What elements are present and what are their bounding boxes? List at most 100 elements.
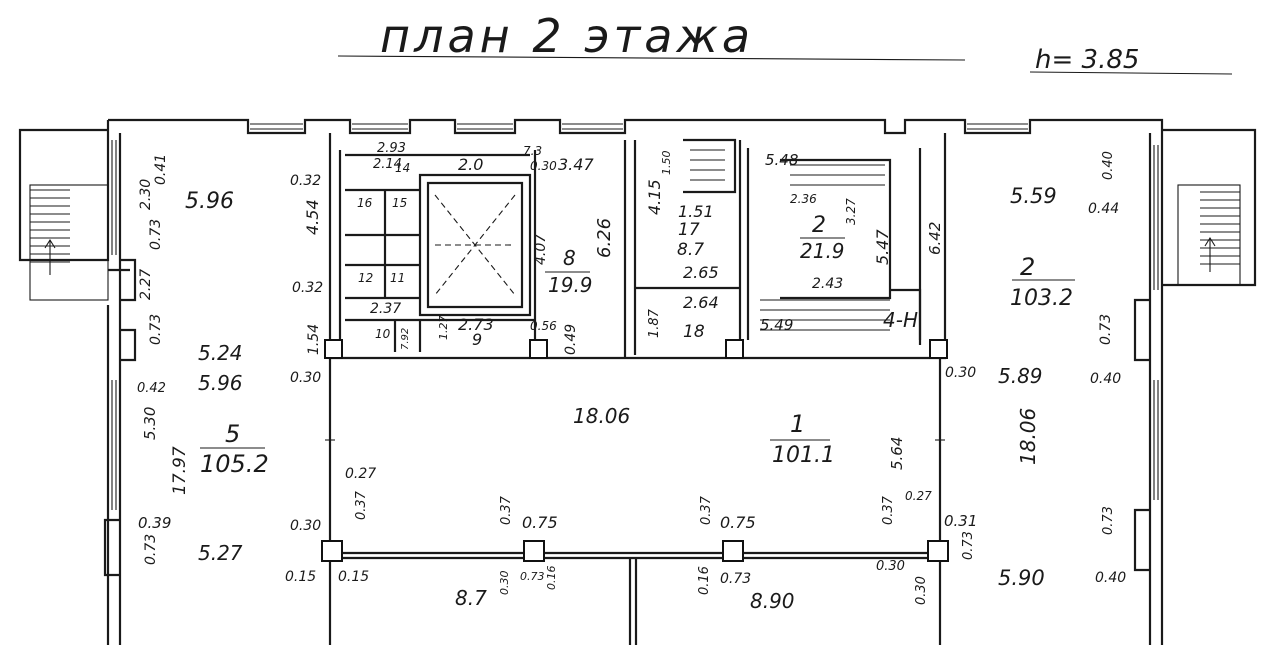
dimension-label: 0.56 [530,319,557,333]
room-1-area: 101.1 [772,443,835,468]
dimension-label: 2.43 [812,276,843,292]
dimension-label: 0.27 [905,489,932,503]
dimension-label: 1.87 [647,308,662,338]
dimension-label: 0.49 [563,324,579,355]
dimension-label: 2.73 [458,315,494,334]
dimension-label: 2.64 [683,293,719,312]
dimension-label: 8.90 [750,589,795,613]
dimension-label: 0.73 [143,534,159,565]
dimension-label: 0.30 [498,571,511,596]
title-underline [337,55,966,61]
room-labels: 5 105.2 1 101.1 2 21.9 2 103.2 8 19.9 17… [200,161,1075,478]
dimension-label: 0.73 [961,531,976,560]
height-note: h= 3.85 [1035,45,1139,75]
room-17-number: 17 [678,220,700,240]
dimension-label: 2.65 [683,263,719,282]
dimension-label: 18.06 [573,404,630,428]
dimension-label: 2.0 [458,155,483,174]
dimension-label: 8.7 [455,586,487,610]
plan-title: план 2 этажа [380,9,754,63]
dimension-label: 2.27 [138,269,154,300]
room-2-number: 2 [812,213,826,238]
dimension-label: 1.50 [660,151,673,176]
room-1-number: 1 [790,410,805,438]
right-stair [1177,184,1241,286]
dimension-label: 0.37 [499,495,514,525]
dimension-label: 0.75 [720,513,756,532]
dimension-label: 2.14 [373,157,402,172]
dimension-label: 5.49 [760,316,793,334]
dimension-label: 1.54 [306,324,322,355]
dimension-label: 7.92 [400,328,411,350]
room-14-number: 14 [395,161,410,175]
lower-walls [325,358,945,645]
outer-walls [18,118,1257,645]
dimension-label: 6.26 [594,218,615,258]
dimension-label: 0.30 [876,559,905,574]
room-18-number: 18 [683,322,705,342]
dimension-label: 0.44 [1088,201,1119,217]
dimension-label: 7.3 [523,144,542,158]
dimension-label: 0.40 [1095,570,1126,586]
dimension-label: 5.89 [998,364,1043,388]
room-15-number: 15 [392,196,407,210]
room-8-number: 8 [563,246,576,270]
dimension-label: 17.97 [170,446,190,495]
dimension-label: 0.40 [1101,151,1116,180]
dimension-label: 0.40 [1090,371,1121,387]
interior-walls [328,133,947,360]
dimension-label: 0.73 [1101,506,1116,535]
room-5-area: 105.2 [200,450,269,478]
dimension-label: 3.47 [558,155,594,174]
dimension-label: 2.30 [138,179,154,210]
dimension-label: 5.24 [198,341,243,365]
dimension-label: 4.54 [303,199,322,235]
dimension-label: 0.42 [137,381,166,396]
dimension-label: 5.59 [1010,184,1057,208]
dimension-label: 4.07 [533,234,549,265]
dimension-label: 5.64 [888,437,906,470]
dimension-label: 5.90 [998,566,1045,590]
room-11-number: 11 [390,271,405,285]
dimension-labels: 5.96 2.30 0.41 0.73 2.27 0.73 5.24 5.96 … [137,141,1126,613]
dimension-label: 0.37 [354,490,369,520]
dimension-label: 0.41 [153,154,169,185]
room-8-area: 19.9 [548,273,593,297]
dimension-label: 0.32 [292,280,323,296]
height-underline [1029,71,1233,75]
dimension-label: 0.30 [290,518,321,534]
room-16-number: 16 [357,196,373,210]
pillars [321,339,949,562]
dimension-label: 0.16 [545,566,558,591]
dimension-label: 5.27 [198,541,243,565]
dimension-label: 6.42 [926,222,944,255]
dimension-label: 0.15 [338,569,369,585]
dimension-label: 4.15 [645,179,664,215]
left-stair [29,184,109,301]
dimension-label: 0.73 [520,570,545,583]
room-17-area: 8.7 [677,240,704,260]
room-5-number: 5 [225,420,240,448]
dimension-label: 0.73 [148,219,164,250]
dimension-label: 0.30 [914,576,929,605]
elevator-shaft [434,194,516,296]
dimension-label: 0.32 [290,173,321,189]
room-2b-number: 2 [1020,253,1035,281]
dimension-label: 0.39 [138,514,171,532]
dimension-label: 2.36 [790,192,817,206]
room-9-number: 9 [472,330,482,349]
dimension-label: 0.30 [530,159,557,173]
dimension-label: 0.30 [290,370,321,386]
room-2b-area: 103.2 [1010,286,1073,311]
dimension-label: 0.30 [945,365,976,381]
dimension-label: 0.37 [881,495,896,525]
dimension-label: 5.47 [873,229,892,265]
room-4h-number: 4-Н [883,308,918,332]
dimension-label: 5.96 [185,189,234,214]
dimension-label: 0.16 [697,566,712,595]
dimension-label: 0.73 [720,571,751,587]
dimension-label: 0.73 [148,314,164,345]
room-10-number: 10 [375,327,391,341]
dimension-label: 2.37 [370,301,401,317]
